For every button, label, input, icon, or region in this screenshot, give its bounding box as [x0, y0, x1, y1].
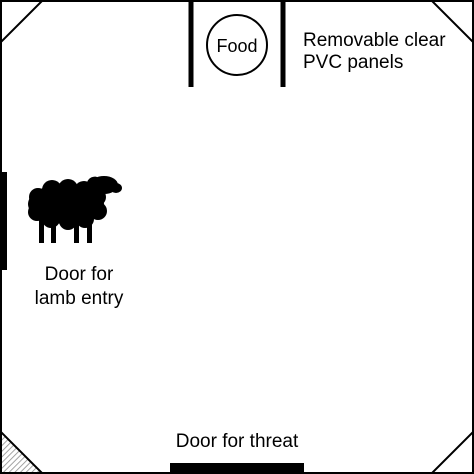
panels-label-line-1: Removable clear [303, 30, 446, 51]
corner-brace-top-left [0, 0, 45, 45]
lamb-door-label-line-1: Door for [45, 264, 114, 285]
corner-brace-bottom-left [0, 429, 45, 474]
panels-label-line-2: PVC panels [303, 52, 403, 73]
corner-brace-top-right [429, 0, 474, 45]
food-label: Food [216, 36, 257, 56]
food-bowl [206, 14, 268, 76]
lamb-entry-door [0, 172, 7, 270]
sheep-icon [28, 176, 122, 243]
threat-door-label: Door for threat [176, 431, 299, 452]
lamb-door-label-line-2: lamb entry [35, 288, 124, 309]
corner-brace-bottom-right [429, 429, 474, 474]
threat-door [170, 463, 304, 474]
